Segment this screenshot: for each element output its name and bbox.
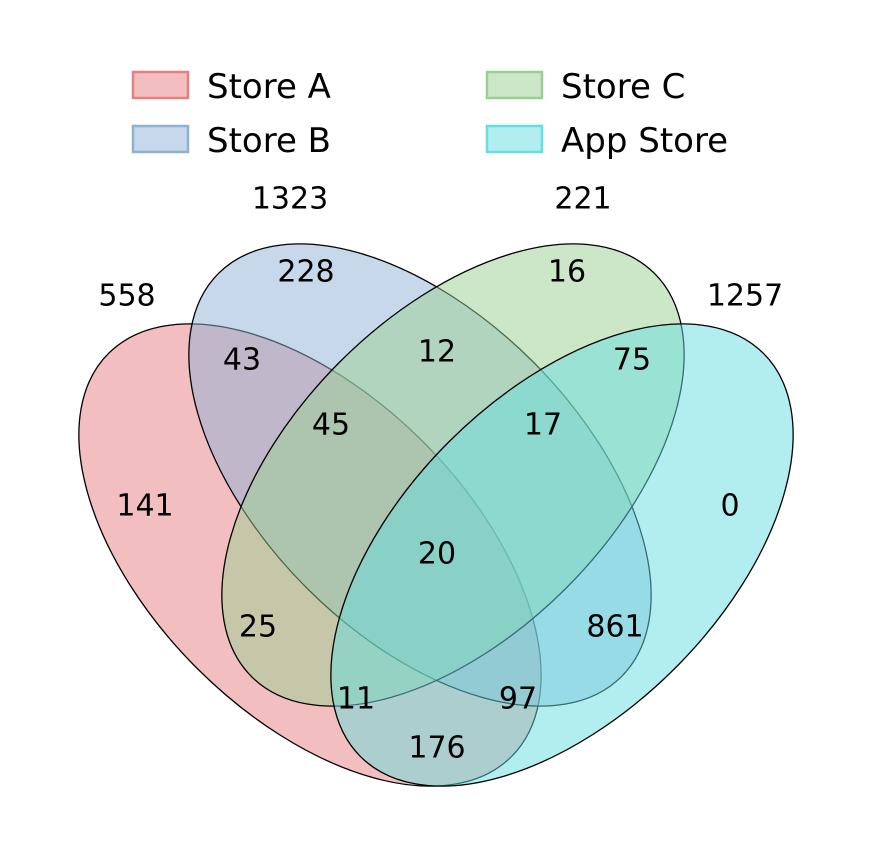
- region-label-store-b-store-c: 12: [418, 335, 456, 370]
- set-total-store-c: 221: [554, 182, 611, 217]
- set-ellipse-app-store: [330, 323, 794, 787]
- legend-swatch-store-a: [131, 70, 190, 100]
- region-label-store-a-store-b: 43: [223, 343, 261, 378]
- region-label-store-c-app-store: 75: [613, 343, 651, 378]
- legend-swatch-store-b: [131, 124, 190, 154]
- region-label-store-a-store-b-app-store: 97: [499, 682, 537, 717]
- set-total-app-store: 1257: [707, 279, 783, 314]
- region-label-store-a-store-c-app-store: 11: [337, 682, 375, 717]
- region-label-store-a: 141: [116, 489, 173, 524]
- region-label-store-a-store-b-store-c: 45: [312, 408, 350, 443]
- region-label-store-b-store-c-app-store: 17: [524, 408, 562, 443]
- legend: Store A Store B Store C App Store: [131, 67, 728, 161]
- region-label-store-b: 228: [277, 255, 334, 290]
- region-label-store-a-store-c: 25: [239, 610, 277, 645]
- legend-label-store-b: Store B: [207, 121, 331, 161]
- region-label-store-b-app-store: 861: [586, 610, 643, 645]
- set-total-store-b: 1323: [252, 182, 328, 217]
- region-label-store-a-store-b-store-c-app-store: 20: [418, 537, 456, 572]
- set-totals: 558 1323 221 1257: [98, 182, 783, 314]
- region-label-app-store: 0: [720, 489, 739, 524]
- legend-label-store-a: Store A: [207, 67, 331, 107]
- legend-swatch-app-store: [485, 124, 544, 154]
- region-label-store-a-app-store: 176: [408, 731, 465, 766]
- region-labels: 141 228 16 0 43 12 75 25 861 176 45 17 11 97 20: [116, 255, 739, 766]
- legend-label-store-c: Store C: [561, 67, 685, 107]
- set-total-store-a: 558: [98, 279, 155, 314]
- set-ellipses: [78, 243, 794, 787]
- legend-label-app-store: App Store: [561, 121, 728, 161]
- legend-swatch-store-c: [485, 70, 544, 100]
- region-label-store-c: 16: [548, 255, 586, 290]
